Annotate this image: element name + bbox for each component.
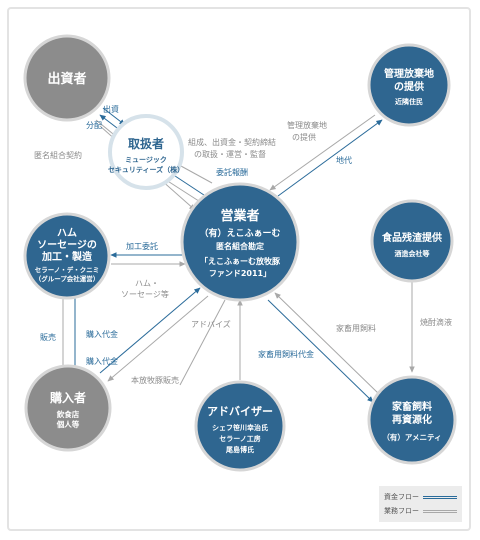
node-handler: 取扱者 ミュージック セキュリティーズ（株）: [108, 114, 184, 190]
label-organization-2: の取扱・運営・監督: [194, 149, 266, 159]
label-distribution: 分配: [86, 121, 102, 130]
ham-sub-1: セラーノ・デ・クニミ: [35, 265, 100, 274]
operator-line-2: 匿名組合勘定: [216, 241, 264, 251]
node-advisor: アドバイザー シェフ笹川幸治氏 セラーノ工房 尾島博氏: [194, 380, 286, 472]
legend-business: 業務フロー: [384, 504, 457, 518]
operator-title: 営業者: [220, 208, 259, 224]
payment-flow-operator: [99, 287, 201, 374]
label-land-2: の提供: [292, 132, 316, 142]
advisor-sub-3: 尾島博氏: [225, 445, 254, 454]
feed-payment-flow: [267, 299, 374, 403]
label-payment-2: 購入代金: [86, 356, 118, 366]
label-ham-1: ハム・: [135, 279, 159, 288]
rent-flow: [277, 119, 383, 197]
pork-sales-flow: [107, 295, 209, 382]
label-land-1: 管理放棄地: [287, 120, 327, 130]
feed-title-1: 家畜飼料: [392, 400, 432, 413]
legend-money: 資金フロー: [384, 490, 457, 504]
label-pork-sales: 本放牧豚販売: [131, 375, 179, 385]
node-ham: ハム ソーセージの 加工・製造 セラーノ・デ・クニミ （グループ会社運営）: [23, 212, 111, 300]
legend-business-label: 業務フロー: [384, 507, 419, 515]
diagram-frame: [7, 7, 471, 531]
label-livestock-feed: 家畜用飼料: [336, 323, 376, 333]
buyer-title: 購入者: [49, 390, 86, 405]
livestock-feed-flow: [274, 292, 381, 396]
buyer-sub-2: 個人等: [56, 419, 80, 429]
node-feed: 家畜飼料 再資源化 （有）アメニティ: [367, 375, 457, 465]
node-investor: 出資者: [23, 34, 111, 122]
feed-sub: （有）アメニティ: [382, 432, 441, 442]
ham-title-1: ハム: [57, 227, 77, 239]
label-commission: 委託報酬: [216, 167, 248, 177]
advisor-line-a: [179, 299, 226, 386]
operator-line-3: 「えこふぁーむ放牧豚: [200, 256, 280, 266]
ham-sub-2: （グループ会社運営）: [35, 274, 100, 283]
label-payment-1: 購入代金: [86, 329, 118, 339]
label-organization-1: 組成、出資金・契約締結: [188, 137, 276, 147]
label-ham-2: ソーセージ等: [121, 289, 169, 299]
handler-sub-1: ミュージック: [125, 155, 167, 164]
legend-money-line: [423, 495, 457, 499]
flow-labels: 出資 分配 匿名組合契約 組成、出資金・契約締結 の取扱・運営・監督 委託報酬 …: [34, 104, 452, 385]
investment-flow: [102, 107, 126, 126]
label-sales: 販売: [40, 332, 56, 342]
handler-sub-2: セキュリティーズ（株）: [108, 165, 184, 174]
food-title: 食品残渣提供: [381, 231, 442, 244]
advisor-sub-1: シェフ笹川幸治氏: [212, 423, 268, 432]
land-provision-flow: [269, 114, 376, 191]
node-pasture: 管理放棄地 の提供 近隣住民: [367, 43, 451, 127]
label-processing: 加工委託: [126, 241, 158, 251]
operator-line-4: ファンド2011」: [209, 269, 271, 278]
investor-title: 出資者: [47, 71, 86, 87]
label-feed-payment: 家畜用飼料代金: [258, 349, 314, 359]
advisor-sub-2: セラーノ工房: [219, 434, 261, 443]
node-operator: 営業者 （有）えこふぁーむ 匿名組合勘定 「えこふぁーむ放牧豚 ファンド2011…: [180, 182, 300, 302]
pasture-sub: 近隣住民: [395, 97, 423, 106]
node-buyer: 購入者 飲食店 個人等: [24, 364, 112, 452]
legend-money-label: 資金フロー: [384, 493, 419, 501]
food-sub: 酒造会社等: [395, 249, 430, 258]
label-shochu: 焼酎滴液: [420, 317, 452, 327]
handler-title: 取扱者: [128, 136, 164, 151]
legend-business-line: [423, 509, 457, 513]
advisor-title: アドバイザー: [207, 405, 273, 418]
commission-flow: [168, 171, 211, 200]
pasture-title-2: の提供: [394, 80, 424, 93]
label-advice: アドバイズ: [191, 319, 231, 329]
legend: 資金フロー 業務フロー: [379, 486, 462, 522]
pasture-title-1: 管理放棄地: [384, 67, 434, 80]
label-anonymous-contract: 匿名組合契約: [34, 150, 82, 160]
operator-line-1: （有）えこふぁーむ: [199, 227, 280, 239]
buyer-sub-1: 飲食店: [56, 409, 80, 419]
ham-title-3: 加工・製造: [41, 250, 93, 263]
feed-title-2: 再資源化: [392, 413, 432, 426]
label-rent: 地代: [336, 155, 352, 165]
ham-title-2: ソーセージの: [37, 239, 97, 251]
label-investment: 出資: [103, 104, 119, 114]
node-food: 食品残渣提供 酒造会社等: [370, 199, 454, 283]
